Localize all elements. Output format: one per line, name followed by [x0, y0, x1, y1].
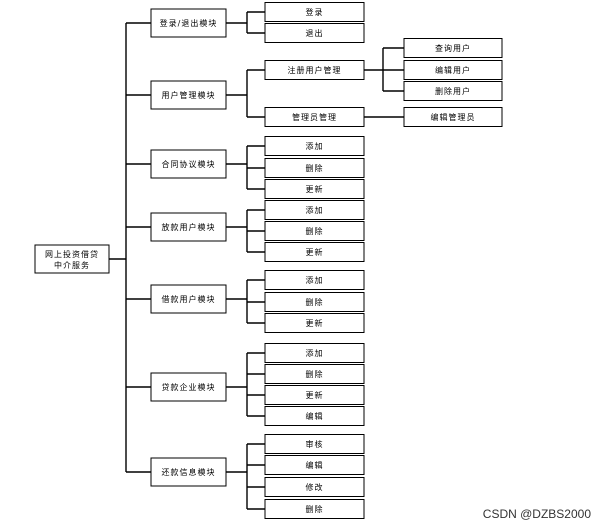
module-6-item-1-label: 编辑 — [306, 460, 324, 470]
module-2-item-2: 更新 — [264, 179, 365, 199]
module-4-item-0-label: 添加 — [306, 275, 324, 285]
module-node-6: 还款信息模块 — [150, 457, 227, 487]
module-node-2: 合同协议模块 — [150, 149, 227, 179]
module-1-item-1-sub-0: 编辑管理员 — [403, 107, 503, 127]
module-node-0-label: 登录/退出模块 — [160, 18, 218, 28]
module-1-item-0: 注册用户管理 — [264, 60, 365, 80]
module-6-item-3: 删除 — [264, 499, 365, 519]
root-label-line2: 中介服务 — [54, 260, 90, 270]
module-node-0: 登录/退出模块 — [150, 8, 227, 38]
module-6-item-0: 审核 — [264, 434, 365, 454]
module-node-5-label: 贷款企业模块 — [162, 382, 216, 392]
module-node-3: 放款用户模块 — [150, 212, 227, 242]
module-node-3-label: 放款用户模块 — [162, 222, 216, 232]
module-3-item-0-label: 添加 — [306, 205, 324, 215]
root-label-line1: 网上投资借贷 — [45, 249, 99, 259]
module-1-item-1: 管理员管理 — [264, 107, 365, 127]
module-6-item-2-label: 修改 — [306, 482, 324, 492]
module-3-item-1-label: 删除 — [306, 226, 324, 236]
module-3-item-0: 添加 — [264, 200, 365, 220]
module-2-item-2-label: 更新 — [306, 184, 324, 194]
module-3-item-2: 更新 — [264, 242, 365, 262]
module-node-2-label: 合同协议模块 — [162, 159, 216, 169]
module-0-item-1-label: 退出 — [306, 28, 324, 38]
module-1-item-0-sub-0: 查询用户 — [403, 38, 503, 58]
module-node-4: 借款用户模块 — [150, 284, 227, 314]
module-2-item-1-label: 删除 — [306, 163, 324, 173]
module-4-item-0: 添加 — [264, 270, 365, 290]
module-5-item-0: 添加 — [264, 343, 365, 363]
module-6-item-1: 编辑 — [264, 455, 365, 475]
watermark: CSDN @DZBS2000 — [483, 507, 592, 521]
module-5-item-2: 更新 — [264, 385, 365, 405]
module-0-item-0: 登录 — [264, 2, 365, 22]
module-5-item-1-label: 删除 — [306, 369, 324, 379]
module-6-item-2: 修改 — [264, 477, 365, 497]
module-node-5: 贷款企业模块 — [150, 372, 227, 402]
module-3-item-2-label: 更新 — [306, 247, 324, 257]
module-4-item-1: 删除 — [264, 292, 365, 312]
module-1-item-1-sub-0-label: 编辑管理员 — [431, 112, 476, 122]
module-node-1: 用户管理模块 — [150, 80, 227, 110]
module-6-item-0-label: 审核 — [306, 439, 324, 449]
module-node-6-label: 还款信息模块 — [162, 467, 216, 477]
module-1-item-0-label: 注册用户管理 — [288, 65, 342, 75]
module-1-item-0-sub-2-label: 删除用户 — [435, 86, 471, 96]
module-2-item-1: 删除 — [264, 158, 365, 178]
module-4-item-2: 更新 — [264, 313, 365, 333]
module-5-item-2-label: 更新 — [306, 390, 324, 400]
module-5-item-3: 编辑 — [264, 406, 365, 426]
module-3-item-1: 删除 — [264, 221, 365, 241]
module-5-item-3-label: 编辑 — [306, 411, 324, 421]
root-node: 网上投资借贷 中介服务 — [34, 244, 110, 274]
module-1-item-0-sub-2: 删除用户 — [403, 81, 503, 101]
module-0-item-0-label: 登录 — [306, 7, 324, 17]
module-5-item-0-label: 添加 — [306, 348, 324, 358]
module-2-item-0-label: 添加 — [306, 141, 324, 151]
module-1-item-0-sub-1: 编辑用户 — [403, 60, 503, 80]
module-node-1-label: 用户管理模块 — [162, 90, 216, 100]
module-1-item-1-label: 管理员管理 — [292, 112, 337, 122]
module-1-item-0-sub-1-label: 编辑用户 — [435, 65, 471, 75]
module-5-item-1: 删除 — [264, 364, 365, 384]
connector-lines — [109, 11, 404, 510]
module-1-item-0-sub-0-label: 查询用户 — [435, 43, 471, 53]
module-2-item-0: 添加 — [264, 136, 365, 156]
module-4-item-2-label: 更新 — [306, 318, 324, 328]
module-6-item-3-label: 删除 — [306, 504, 324, 514]
module-0-item-1: 退出 — [264, 23, 365, 43]
module-node-4-label: 借款用户模块 — [162, 294, 216, 304]
module-4-item-1-label: 删除 — [306, 297, 324, 307]
